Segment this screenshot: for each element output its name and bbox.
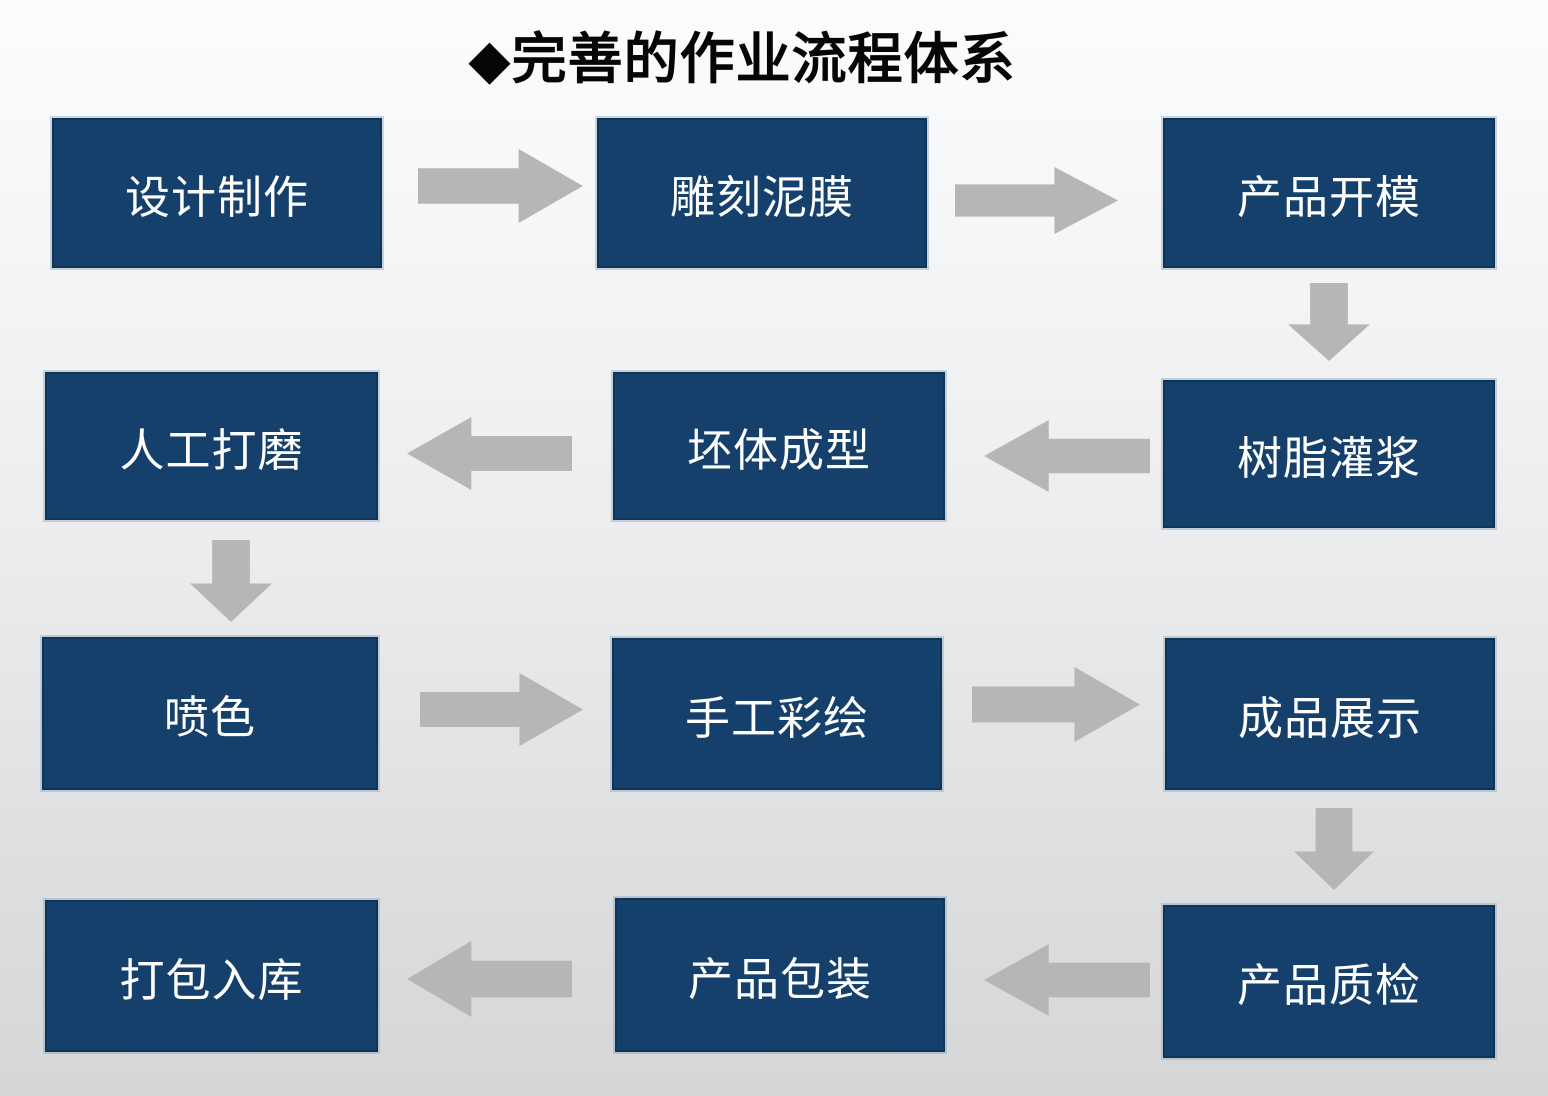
arrow-right-icon — [972, 667, 1140, 742]
arrow-down-icon — [1294, 808, 1374, 890]
flow-node-finished-display: 成品展示 — [1165, 638, 1495, 790]
flow-node-packaging: 产品包装 — [615, 898, 945, 1052]
arrow-down-icon — [190, 540, 272, 622]
arrow-down-icon — [1288, 283, 1370, 361]
arrow-left-icon — [407, 941, 572, 1017]
flow-node-quality-check: 产品质检 — [1163, 905, 1495, 1058]
arrow-right-icon — [420, 673, 583, 746]
arrow-right-icon — [955, 167, 1118, 234]
arrow-left-icon — [984, 944, 1150, 1016]
flow-node-clay-carving: 雕刻泥膜 — [597, 118, 927, 268]
flow-node-pack-warehouse: 打包入库 — [45, 900, 378, 1052]
flow-node-mold-opening: 产品开模 — [1163, 118, 1495, 268]
flow-node-hand-polish: 人工打磨 — [45, 372, 378, 520]
flow-node-hand-painting: 手工彩绘 — [612, 638, 942, 790]
flow-node-spray-color: 喷色 — [42, 637, 378, 790]
flow-node-resin-casting: 树脂灌浆 — [1163, 380, 1495, 528]
arrow-right-icon — [418, 149, 583, 223]
flow-node-design: 设计制作 — [52, 118, 382, 268]
arrow-left-icon — [407, 417, 572, 490]
arrow-left-icon — [984, 420, 1150, 492]
page-title: ◆完善的作业流程体系 — [468, 29, 1016, 90]
flow-node-blank-forming: 坯体成型 — [613, 372, 945, 520]
